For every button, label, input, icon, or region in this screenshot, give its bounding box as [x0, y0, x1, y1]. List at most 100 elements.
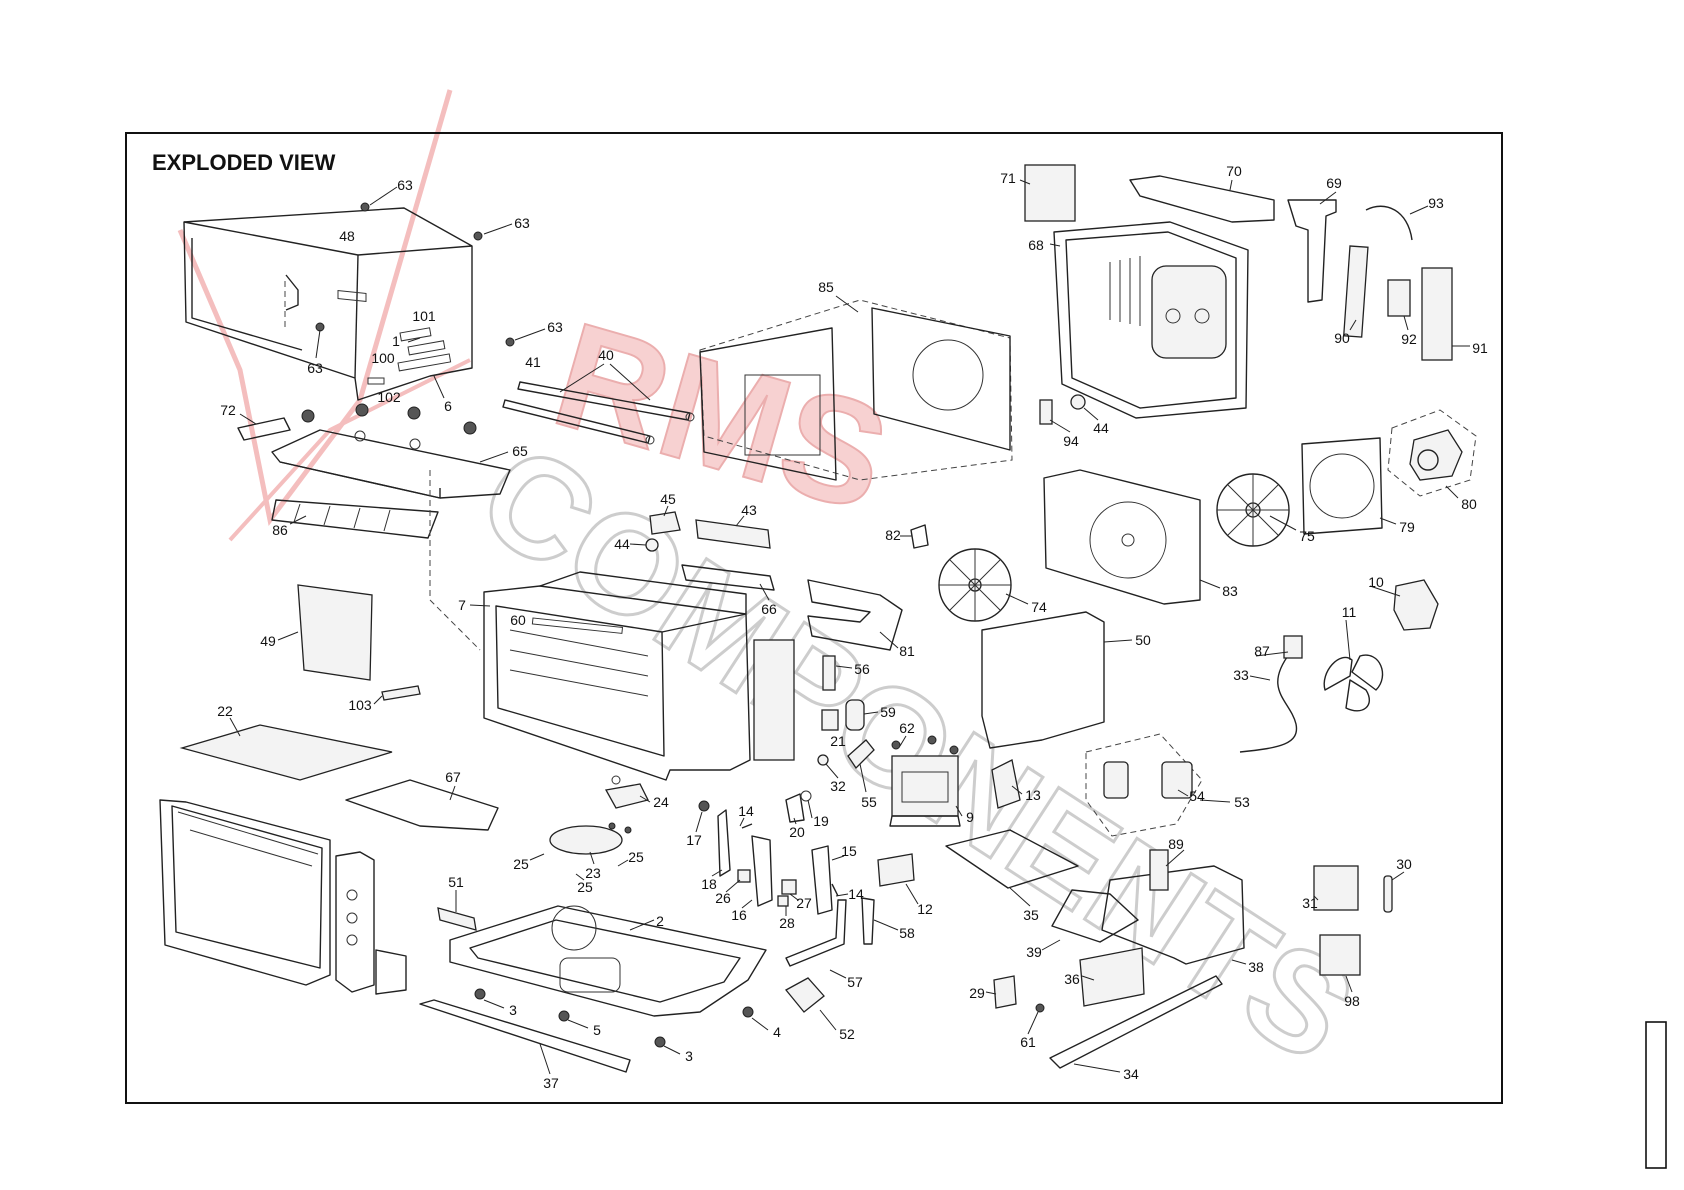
part-number-label: 45 — [660, 491, 676, 507]
part-number-label: 11 — [1342, 604, 1357, 620]
part-number-label: 27 — [796, 895, 812, 911]
door-switch-parts — [1287, 199, 1453, 361]
outer-cabinet — [183, 207, 473, 401]
wave-guide-cover — [991, 759, 1021, 809]
part-number-label: 82 — [885, 527, 901, 543]
part-number-label: 66 — [761, 601, 777, 617]
part-number-label: 83 — [1222, 583, 1238, 599]
cooling-fan-blade — [1323, 654, 1384, 712]
part-number-label: 33 — [1233, 667, 1249, 683]
part-number-label: 90 — [1334, 330, 1350, 346]
part-number-label: 63 — [547, 319, 563, 335]
part-number-label: 55 — [861, 794, 877, 810]
top-bracket — [1129, 175, 1275, 223]
cavity-fan-blade — [938, 548, 1012, 622]
part-number-label: 61 — [1020, 1034, 1036, 1050]
oven-door — [159, 799, 331, 986]
part-number-label: 63 — [307, 360, 323, 376]
part-number-label: 40 — [598, 347, 614, 363]
electrical-bracket-assembly — [1051, 849, 1245, 965]
power-plug — [1283, 635, 1303, 659]
part-number-label: 103 — [348, 697, 372, 713]
cooling-duct — [785, 899, 847, 967]
part-number-label: 81 — [899, 643, 915, 659]
part-number-label: 53 — [1234, 794, 1250, 810]
part-number-label: 32 — [830, 778, 846, 794]
part-number-label: 28 — [779, 915, 795, 931]
part-number-label: 14 — [848, 886, 864, 902]
part-number-label: 31 — [1302, 895, 1318, 911]
part-number-label: 25 — [577, 879, 593, 895]
capacitor — [877, 853, 915, 887]
part-number-label: 26 — [715, 890, 731, 906]
part-number-label: 60 — [510, 612, 526, 628]
drain-tube — [861, 897, 875, 945]
part-number-label: 35 — [1023, 907, 1039, 923]
base-support-plate — [945, 829, 1079, 889]
part-number-label: 21 — [830, 733, 846, 749]
part-number-label: 98 — [1344, 993, 1360, 1009]
heater-cover-small — [649, 511, 681, 535]
inverter-board — [1079, 947, 1145, 1007]
watermark-word: COMPONENTS — [454, 413, 1381, 1091]
small-components — [817, 655, 875, 770]
convection-heater — [807, 579, 903, 651]
part-number-label: 30 — [1396, 856, 1412, 872]
convection-plate — [1043, 469, 1201, 605]
part-number-label: 41 — [525, 354, 541, 370]
part-number-label: 15 — [841, 843, 857, 859]
part-number-label: 38 — [1248, 959, 1264, 975]
part-number-label: 102 — [377, 389, 401, 405]
screw — [608, 822, 616, 830]
watermark-logo-stroke — [228, 358, 471, 542]
screws — [315, 202, 515, 347]
cavity-back-frame — [699, 299, 1013, 481]
cavity-top-plate — [681, 564, 775, 591]
small-plate — [993, 975, 1017, 1009]
bottom-glass-plate — [179, 724, 393, 781]
part-number-label: 48 — [339, 228, 355, 244]
diagram-frame — [125, 132, 1503, 1104]
fuse-holder — [1313, 865, 1359, 911]
part-number-label: 7 — [458, 597, 466, 613]
label-plate — [1319, 934, 1361, 976]
convection-motor — [1387, 409, 1477, 497]
small-cover — [381, 685, 421, 701]
leader-lines — [229, 179, 1470, 1075]
part-number-label: 13 — [1025, 787, 1041, 803]
thermal-sensor — [645, 538, 659, 552]
part-number-label: 16 — [731, 907, 747, 923]
rear-rail — [1049, 975, 1223, 1069]
part-number-label: 91 — [1472, 340, 1488, 356]
part-number-label: 5 — [593, 1022, 601, 1038]
part-number-label: 29 — [969, 985, 985, 1001]
side-panel — [297, 584, 373, 681]
part-number-label: 2 — [656, 913, 664, 929]
rear-cover — [981, 611, 1105, 749]
fan-cover — [1301, 437, 1383, 535]
part-number-label: 22 — [217, 703, 233, 719]
part-number-label: 67 — [445, 769, 461, 785]
insulation-pad — [1024, 164, 1076, 222]
part-number-label: 51 — [448, 874, 464, 890]
base-frame — [449, 905, 767, 1048]
part-number-label: 25 — [628, 849, 644, 865]
part-number-label: 87 — [1254, 643, 1270, 659]
part-number-label: 39 — [1026, 944, 1042, 960]
power-cord — [1239, 652, 1298, 753]
part-number-label: 62 — [899, 720, 915, 736]
part-number-label: 20 — [789, 824, 805, 840]
part-number-label: 92 — [1401, 331, 1417, 347]
part-number-label: 86 — [272, 522, 288, 538]
part-number-label: 50 — [1135, 632, 1151, 648]
part-number-label: 19 — [813, 813, 829, 829]
part-number-label: 17 — [686, 832, 702, 848]
cabinet-base-plate — [237, 403, 511, 499]
part-number-label: 44 — [614, 536, 630, 552]
part-number-label: 23 — [585, 865, 601, 881]
part-number-label: 100 — [371, 350, 395, 366]
small-screw — [1035, 1003, 1045, 1013]
part-number-label: 85 — [818, 279, 834, 295]
oven-cavity — [429, 470, 795, 781]
